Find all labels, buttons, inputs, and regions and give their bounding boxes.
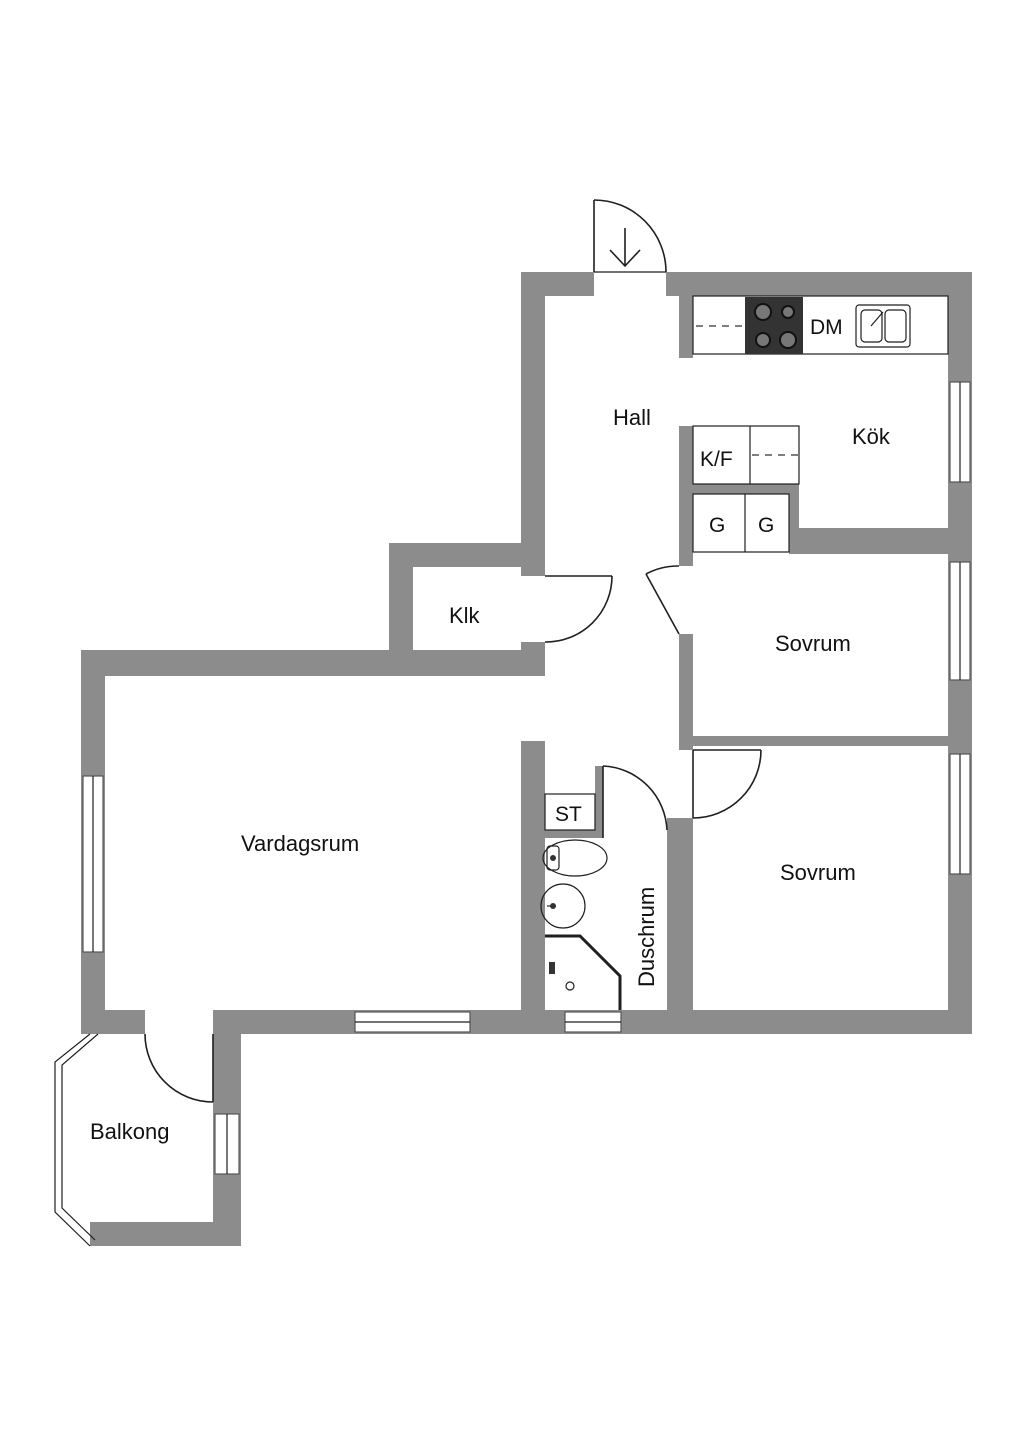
fridge-freezer xyxy=(692,425,800,485)
bedroom-1-door[interactable] xyxy=(645,565,680,635)
room-label-kok: Kök xyxy=(852,424,891,449)
wardrobe-label-2: G xyxy=(758,514,774,537)
room-label-balkong: Balkong xyxy=(90,1119,170,1144)
room-labels: Hall Kök Klk Sovrum Sovrum Vardagsrum Du… xyxy=(90,405,891,1144)
toilet-icon xyxy=(542,839,608,877)
room-label-vardagsrum: Vardagsrum xyxy=(241,831,359,856)
door-gaps xyxy=(145,566,693,1034)
walls xyxy=(81,272,972,1246)
entry-arrow-icon xyxy=(609,228,641,268)
dishwasher-label: DM xyxy=(810,316,843,339)
balcony-railing xyxy=(54,1033,99,1247)
room-label-duschrum: Duschrum xyxy=(634,887,659,987)
windows xyxy=(82,381,971,1175)
room-label-sovrum-2: Sovrum xyxy=(780,860,856,885)
wardrobe-label-1: G xyxy=(709,514,725,537)
bedroom-2-door[interactable] xyxy=(692,749,762,819)
washbasin-icon xyxy=(540,883,586,929)
bathroom-door[interactable] xyxy=(602,765,668,838)
storage-label: ST xyxy=(555,803,582,826)
closet-door[interactable] xyxy=(544,575,613,643)
fridge-freezer-label: K/F xyxy=(700,448,733,471)
doors xyxy=(144,199,762,1103)
room-label-klk: Klk xyxy=(449,603,481,628)
room-label-hall: Hall xyxy=(613,405,651,430)
wardrobes xyxy=(692,493,790,553)
kitchen-counter xyxy=(692,295,949,355)
sink-icon xyxy=(855,304,911,348)
fixture-labels: DM K/F G G ST xyxy=(555,316,843,826)
storage-cabinet xyxy=(544,793,596,831)
shower-icon xyxy=(545,934,622,1010)
room-label-sovrum-1: Sovrum xyxy=(775,631,851,656)
entry-door[interactable] xyxy=(593,199,667,273)
stove-icon xyxy=(745,297,803,354)
balcony-door[interactable] xyxy=(144,1033,214,1103)
